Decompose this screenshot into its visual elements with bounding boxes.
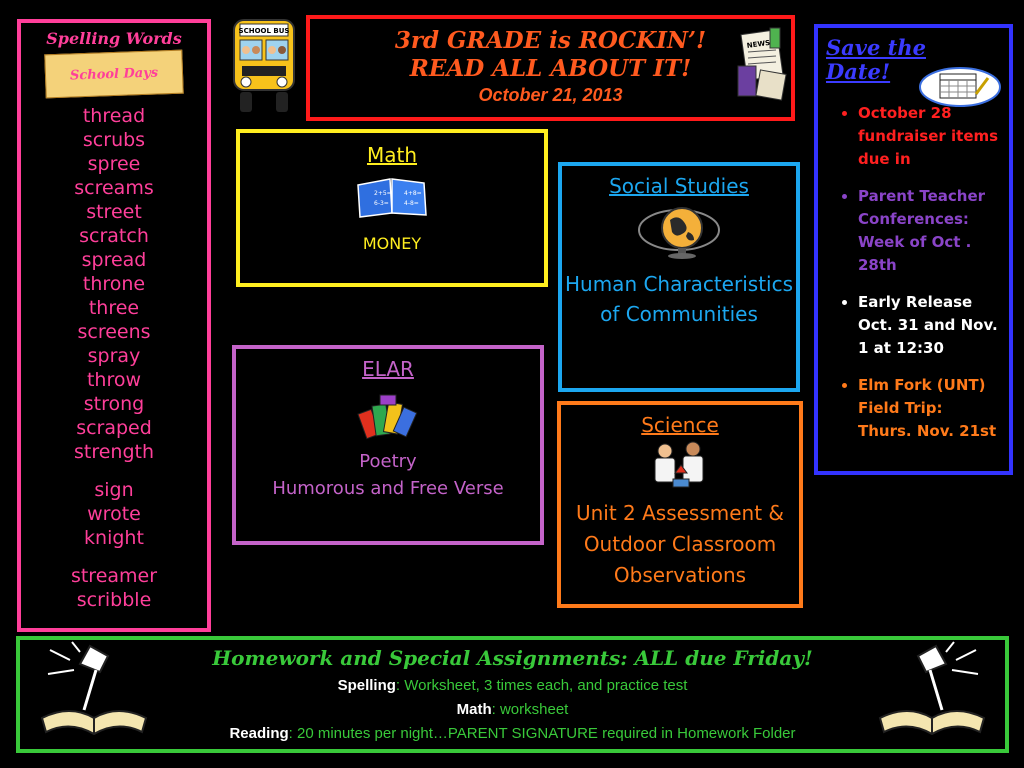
social-studies-topic: Human Characteristics of Communities — [564, 272, 794, 326]
event-conferences: Parent Teacher Conferences: Week of Oct … — [858, 185, 1001, 277]
spelling-list-bonus: streamer scribble — [21, 564, 207, 612]
elar-topic-line1: Poetry — [359, 451, 417, 472]
spelling-word: screams — [74, 177, 154, 199]
spelling-title: Spelling Words — [46, 29, 182, 48]
homework-reading: Reading: 20 minutes per night…PARENT SIG… — [20, 725, 1005, 742]
save-the-date-panel: Save the Date! October 28 fundraiser ite… — [814, 24, 1013, 475]
social-studies-title: Social Studies — [609, 174, 749, 198]
homework-spelling-text: : Worksheet, 3 times each, and practice … — [395, 677, 688, 694]
homework-math-text: : worksheet — [491, 701, 569, 718]
homework-title: Homework and Special Assignments: ALL du… — [212, 646, 813, 670]
spelling-word: spray — [87, 345, 141, 367]
header-title-line1: 3rd GRADE is ROCKIN’! — [394, 27, 707, 54]
math-panel: Math 2+5= 6-3= 4+8= 4-8= MONEY — [236, 129, 548, 287]
elar-topic-line2: Humorous and Free Verse — [272, 478, 504, 499]
homework-math: Math: worksheet — [20, 701, 1005, 718]
svg-text:SCHOOL BUS: SCHOOL BUS — [239, 27, 290, 35]
spelling-word: screens — [77, 321, 151, 343]
spelling-word: strength — [73, 441, 155, 463]
spelling-word: streamer — [70, 565, 158, 587]
homework-panel: Homework and Special Assignments: ALL du… — [16, 636, 1009, 753]
spelling-word: spree — [87, 153, 141, 175]
event-field-trip: Elm Fork (UNT) Field Trip: Thurs. Nov. 2… — [858, 374, 1001, 443]
spelling-word: strong — [83, 393, 145, 415]
event-fundraiser: October 28 fundraiser items due in — [858, 102, 1001, 171]
header-date: October 21, 2013 — [478, 85, 623, 105]
spelling-word: wrote — [87, 503, 141, 525]
scientists-icon — [654, 441, 704, 488]
spelling-word: scraped — [76, 417, 152, 439]
spelling-word: thread — [82, 105, 146, 127]
svg-text:NEWS: NEWS — [746, 39, 770, 50]
spelling-word: three — [88, 297, 140, 319]
science-topic: Unit 2 Assessment & Outdoor Classroom Ob… — [575, 501, 785, 587]
header-title-line2: READ ALL ABOUT IT! — [409, 55, 692, 82]
social-studies-panel: Social Studies Human Characteristics of … — [558, 162, 800, 392]
spelling-word: scratch — [79, 225, 149, 247]
save-the-date-list: October 28 fundraiser items due in Paren… — [818, 102, 1009, 443]
elar-panel: ELAR Poetry Humorous and Free Verse — [232, 345, 544, 545]
spelling-words-panel: Spelling Words School Days thread scrubs… — [17, 19, 211, 632]
science-title: Science — [641, 413, 719, 437]
globe-icon — [638, 207, 720, 259]
spelling-list-challenge: sign wrote knight — [21, 478, 207, 550]
math-topic: MONEY — [362, 234, 422, 253]
event-early-release: Early Release Oct. 31 and Nov. 1 at 12:3… — [858, 291, 1001, 360]
calendar-icon — [919, 67, 1001, 107]
books-icon — [357, 394, 418, 440]
newsletter-header: 3rd GRADE is ROCKIN’! READ ALL ABOUT IT!… — [306, 15, 795, 121]
spelling-word: throne — [82, 273, 146, 295]
homework-spelling: Spelling: Worksheet, 3 times each, and p… — [20, 677, 1005, 694]
spelling-word: scrubs — [82, 129, 146, 151]
school-days-banner: School Days — [44, 49, 184, 99]
lamp-book-icon — [40, 641, 148, 736]
spelling-word: throw — [86, 369, 142, 391]
spelling-word: knight — [84, 527, 144, 549]
math-book-icon: 2+5= 6-3= 4+8= 4-8= — [357, 178, 427, 218]
homework-math-label: Math — [456, 701, 492, 718]
spelling-word: street — [86, 201, 142, 223]
svg-text:2+5=: 2+5= — [374, 190, 392, 197]
math-title: Math — [366, 143, 418, 167]
spelling-word: scribble — [76, 589, 152, 611]
homework-reading-label: Reading — [229, 725, 289, 742]
school-bus-icon: SCHOOL BUS — [233, 19, 295, 112]
spelling-word: spread — [81, 249, 147, 271]
save-the-date-title: Save the Date! — [826, 35, 926, 84]
svg-text:6-3=: 6-3= — [374, 200, 389, 207]
homework-reading-text: : 20 minutes per night…PARENT SIGNATURE … — [288, 725, 796, 742]
homework-spelling-label: Spelling — [337, 677, 396, 694]
spelling-word: sign — [94, 479, 134, 501]
svg-text:4+8=: 4+8= — [404, 190, 422, 197]
spelling-list-main: thread scrubs spree screams street scrat… — [21, 104, 207, 464]
lamp-book-icon — [878, 641, 986, 736]
elar-title: ELAR — [362, 357, 414, 381]
science-panel: Science Unit 2 Assessment & Outdoor Clas… — [557, 401, 803, 608]
svg-text:4-8=: 4-8= — [404, 200, 419, 207]
newspaper-icon: NEWS — [737, 27, 787, 101]
